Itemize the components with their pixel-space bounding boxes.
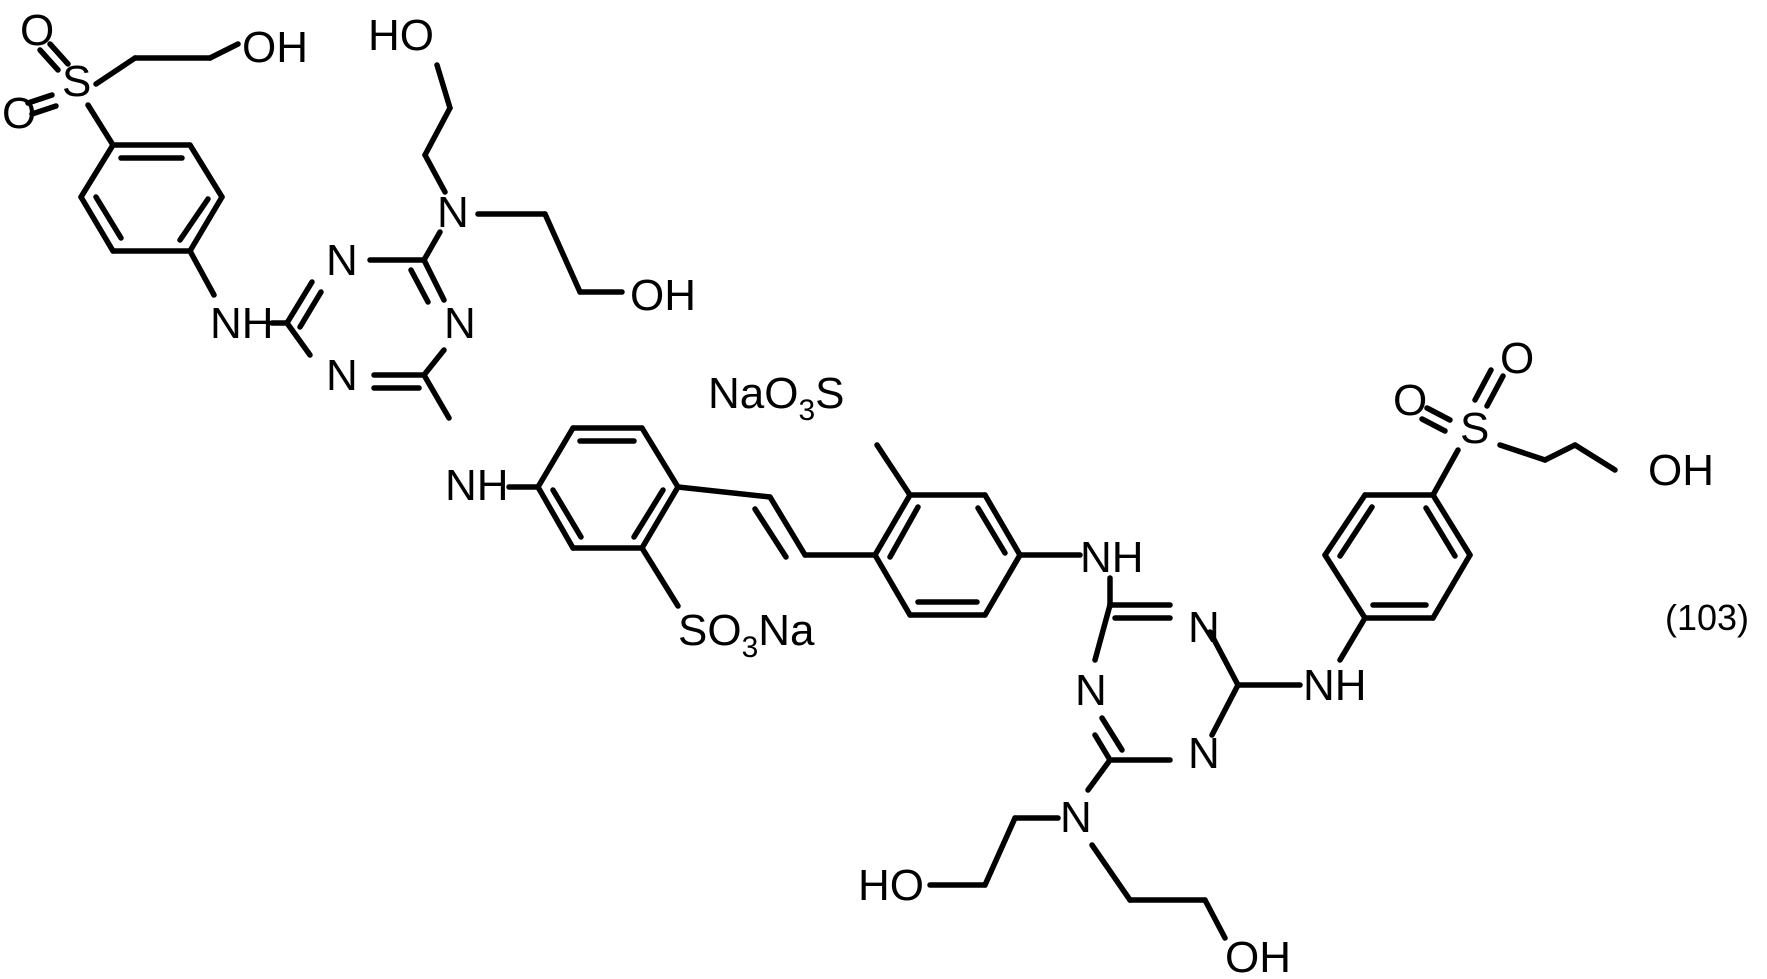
- right-diethanolamine-group: N HO OH: [858, 760, 1291, 979]
- left-sulfonyl-hydroxyl: OH: [242, 23, 308, 72]
- right-triazine-n5: N: [1188, 729, 1220, 778]
- left-phenyl-ring: [81, 145, 222, 251]
- stilbene-left-sulfonate: SO3Na: [642, 548, 815, 664]
- stilbene-right-ring: [875, 495, 1020, 615]
- stilbene-vinylene-bridge: [678, 487, 875, 557]
- right-sulfonyl-hydroxyl: OH: [1648, 446, 1714, 495]
- left-diethanolamine-group: N HO OH: [368, 11, 696, 320]
- right-triazine-ring: N N N: [1075, 603, 1238, 778]
- stilbene-right-sulfonate: NaO3S: [708, 369, 910, 495]
- right-sulfonyl-sulfur: S: [1460, 404, 1489, 453]
- right-sulfonate-label: NaO3S: [708, 369, 845, 427]
- right-lower-left-hydroxyl: HO: [858, 861, 924, 910]
- right-anilino-link: NH: [1238, 618, 1367, 710]
- right-sulfonyl-oxygen-top: O: [1500, 334, 1534, 383]
- stilbene-left-ring: [538, 428, 678, 548]
- left-lower-hydroxyl: OH: [630, 271, 696, 320]
- left-sulfonyl-oxygen-top: O: [20, 6, 54, 55]
- right-phenyl-ring: [1325, 495, 1470, 618]
- left-sulfonyl-group: O O S OH: [2, 6, 308, 145]
- right-stilbene-nh: NH: [1080, 533, 1144, 582]
- left-triazine-n3: N: [444, 299, 476, 348]
- left-anilino-nh: NH: [210, 299, 274, 348]
- left-triazine-to-stilbene-link: NH: [424, 375, 538, 510]
- left-sulfonyl-sulfur: S: [62, 57, 91, 106]
- right-sulfonyl-group: O O S OH: [1393, 334, 1714, 495]
- left-stilbene-nh: NH: [445, 461, 509, 510]
- compound-number: (103): [1665, 597, 1749, 638]
- right-amine-nitrogen: N: [1060, 793, 1092, 842]
- left-amine-nitrogen: N: [437, 188, 469, 237]
- left-sulfonate-label: SO3Na: [678, 606, 815, 664]
- stilbene-to-right-triazine-link: NH: [1020, 533, 1144, 605]
- left-sulfonyl-oxygen-bottom: O: [2, 89, 36, 138]
- right-triazine-n1: N: [1188, 603, 1220, 652]
- right-sulfonyl-oxygen-left: O: [1393, 376, 1427, 425]
- left-triazine-ring: N N N: [287, 236, 476, 400]
- right-lower-hydroxyl: OH: [1225, 933, 1291, 979]
- left-anilino-link: NH: [190, 251, 287, 348]
- right-triazine-n3: N: [1075, 666, 1107, 715]
- left-triazine-n5: N: [326, 351, 358, 400]
- left-upper-hydroxyl: HO: [368, 11, 434, 60]
- right-anilino-nh: NH: [1303, 661, 1367, 710]
- left-triazine-n1: N: [326, 236, 358, 285]
